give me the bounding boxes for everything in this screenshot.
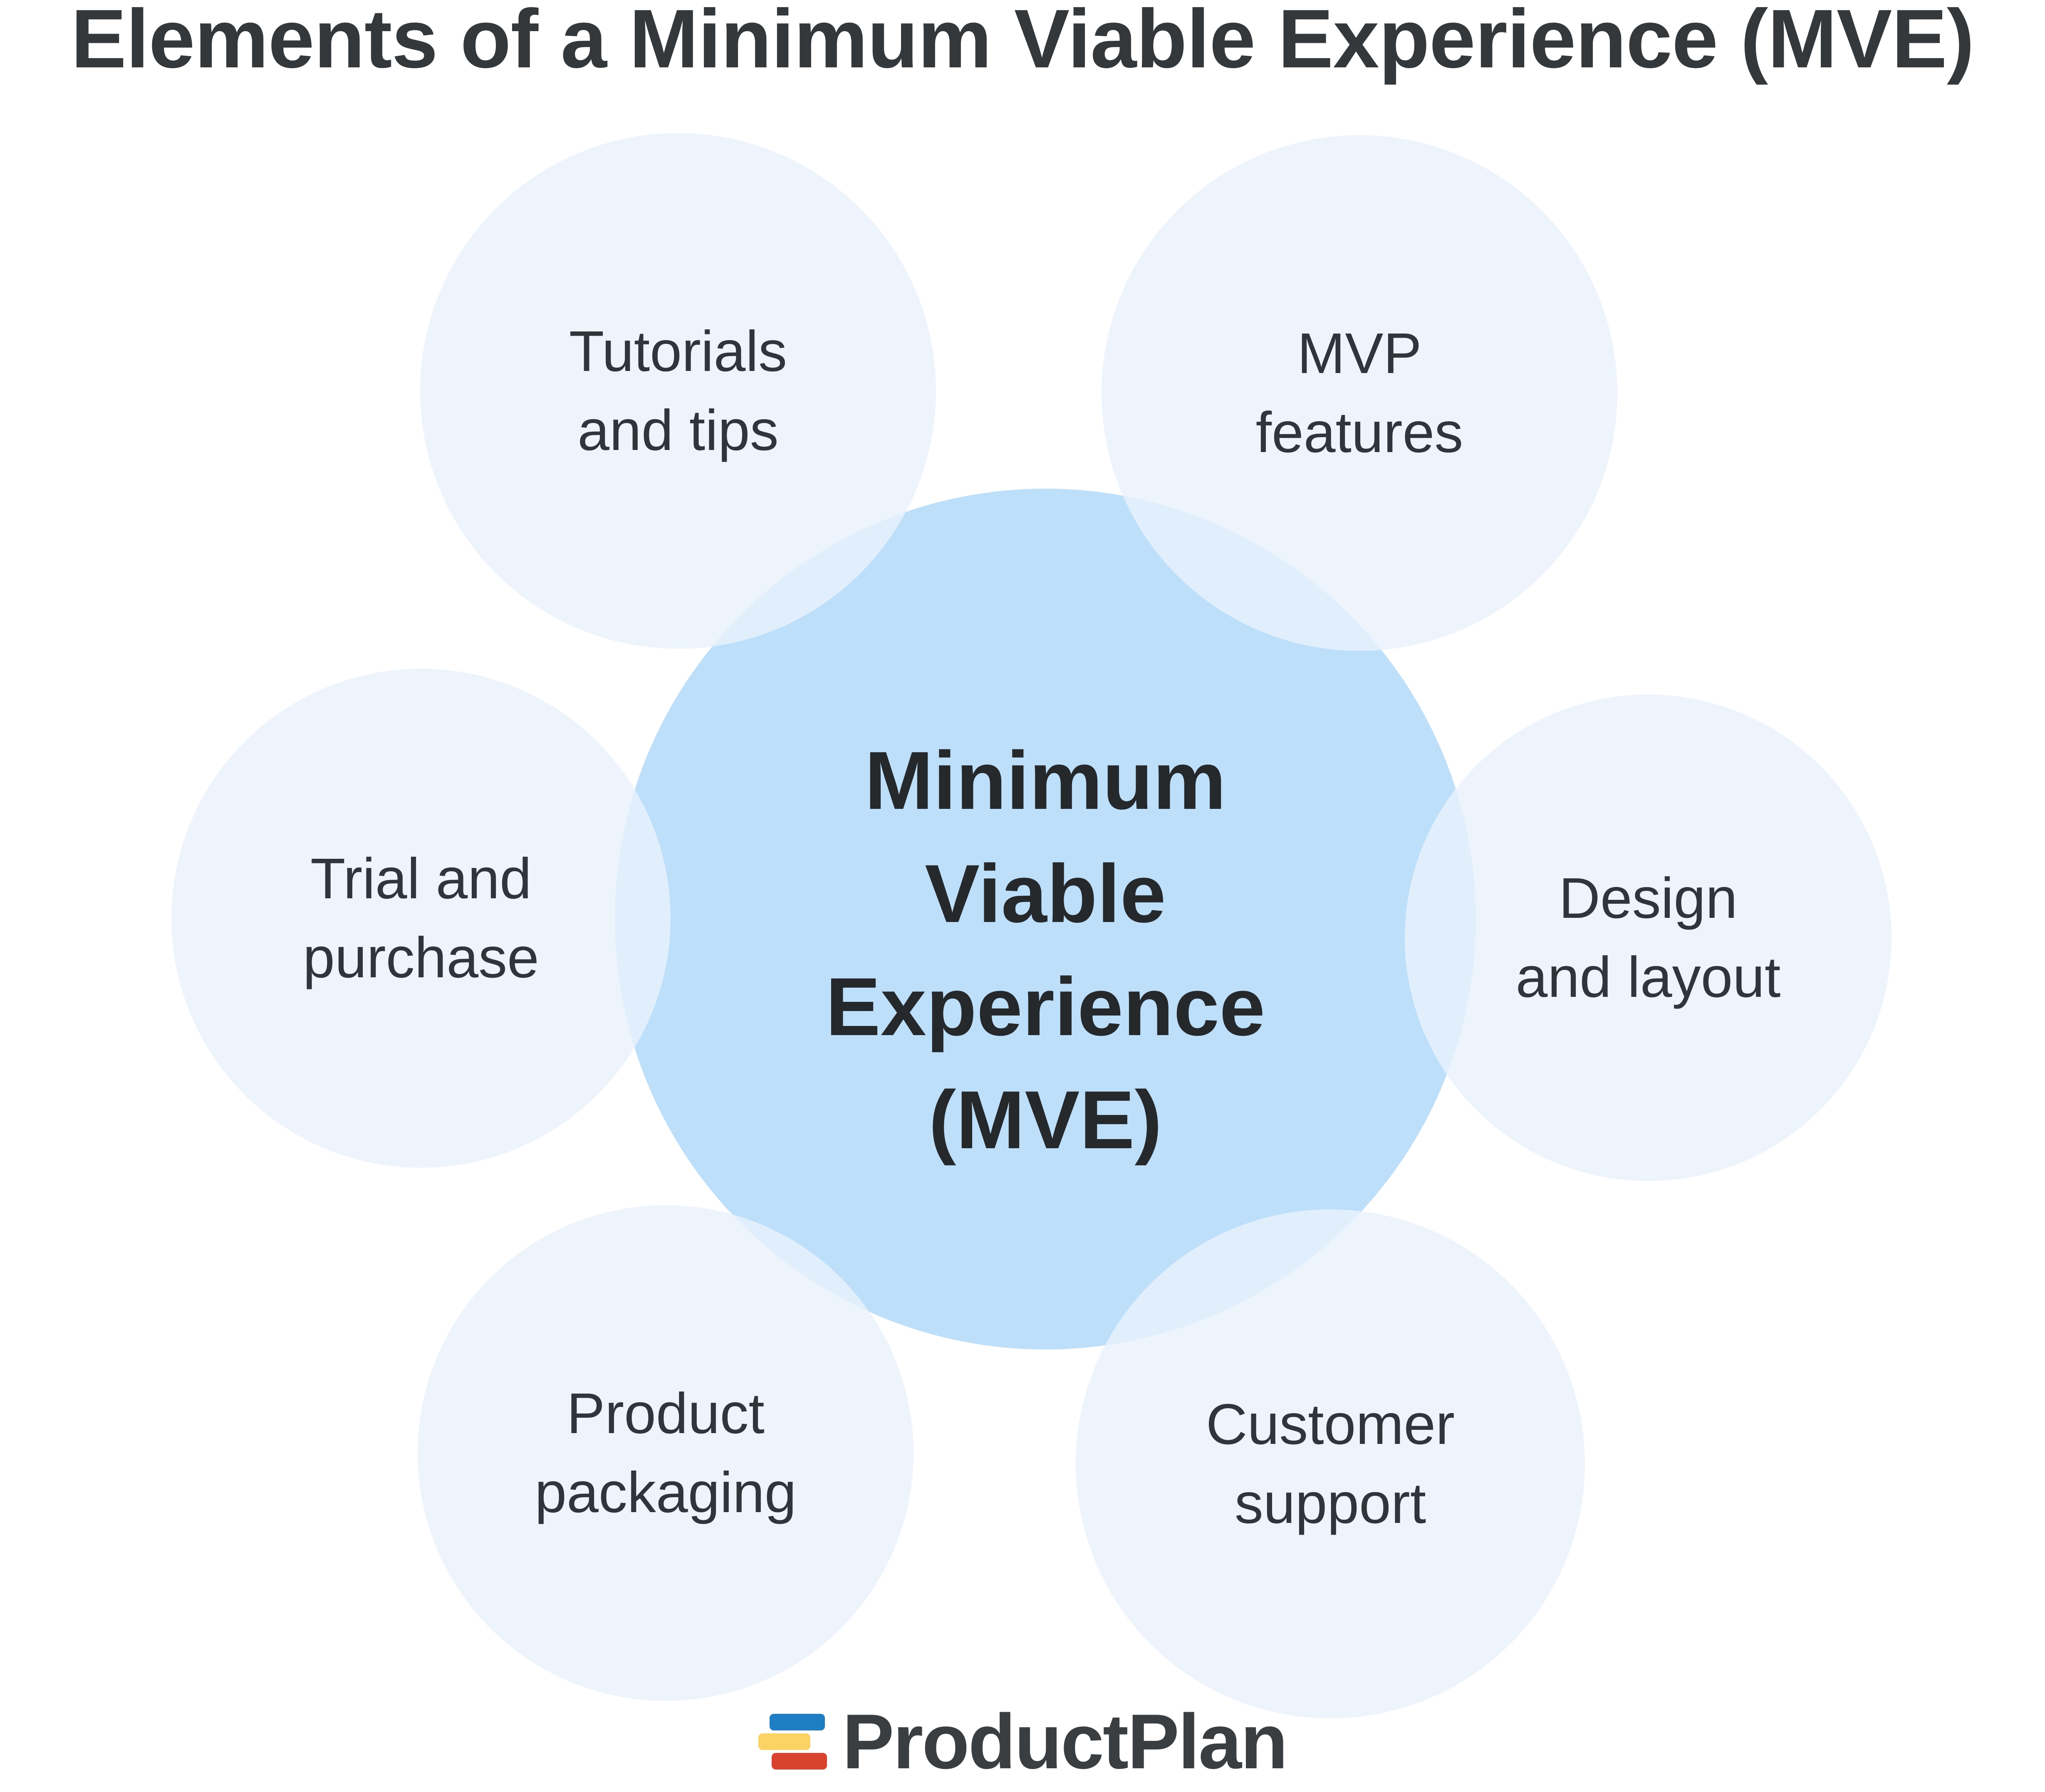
node-label-line: packaging <box>535 1461 797 1525</box>
node-label-line: support <box>1234 1471 1426 1535</box>
node-label-product-packaging: Product packaging <box>535 1374 796 1532</box>
node-label-line: features <box>1255 400 1463 465</box>
logo-bar-yellow-icon <box>758 1733 810 1750</box>
center-label-line-3: Experience <box>825 961 1265 1053</box>
center-label-line-4: (MVE) <box>928 1074 1162 1166</box>
productplan-wordmark: ProductPlan <box>842 1698 1288 1785</box>
node-label-line: and tips <box>577 398 779 462</box>
node-label-line: Product <box>567 1382 765 1446</box>
node-label-line: Tutorials <box>569 319 787 383</box>
node-label-line: and layout <box>1515 945 1781 1009</box>
center-label-line-2: Viable <box>925 848 1166 939</box>
node-design-and-layout: Design and layout <box>1405 695 1892 1181</box>
page-title: Elements of a Minimum Viable Experience … <box>71 0 1975 85</box>
node-label-customer-support: Customer support <box>1206 1385 1455 1543</box>
node-label-line: purchase <box>303 926 539 990</box>
node-label-line: Trial and <box>310 847 532 911</box>
productplan-logo-icon <box>758 1714 827 1770</box>
node-label-tutorials-and-tips: Tutorials and tips <box>569 312 787 470</box>
node-mvp-features: MVP features <box>1102 135 1617 651</box>
center-label-line-1: Minimum <box>864 734 1226 826</box>
logo-bar-red-icon <box>771 1753 827 1770</box>
logo-bar-blue-icon <box>769 1714 825 1730</box>
node-tutorials-and-tips: Tutorials and tips <box>420 133 936 649</box>
node-customer-support: Customer support <box>1076 1209 1585 1718</box>
node-label-line: Customer <box>1206 1392 1455 1456</box>
center-label: Minimum Viable Experience (MVE) <box>826 662 1265 1177</box>
productplan-logo: ProductPlan <box>0 1698 2045 1785</box>
node-label-line: MVP <box>1297 321 1422 386</box>
node-product-packaging: Product packaging <box>418 1205 914 1701</box>
node-label-trial-and-purchase: Trial and purchase <box>303 839 539 997</box>
node-label-mvp-features: MVP features <box>1256 314 1463 472</box>
node-label-design-and-layout: Design and layout <box>1516 859 1781 1017</box>
node-label-line: Design <box>1559 866 1738 930</box>
node-trial-and-purchase: Trial and purchase <box>171 669 671 1168</box>
